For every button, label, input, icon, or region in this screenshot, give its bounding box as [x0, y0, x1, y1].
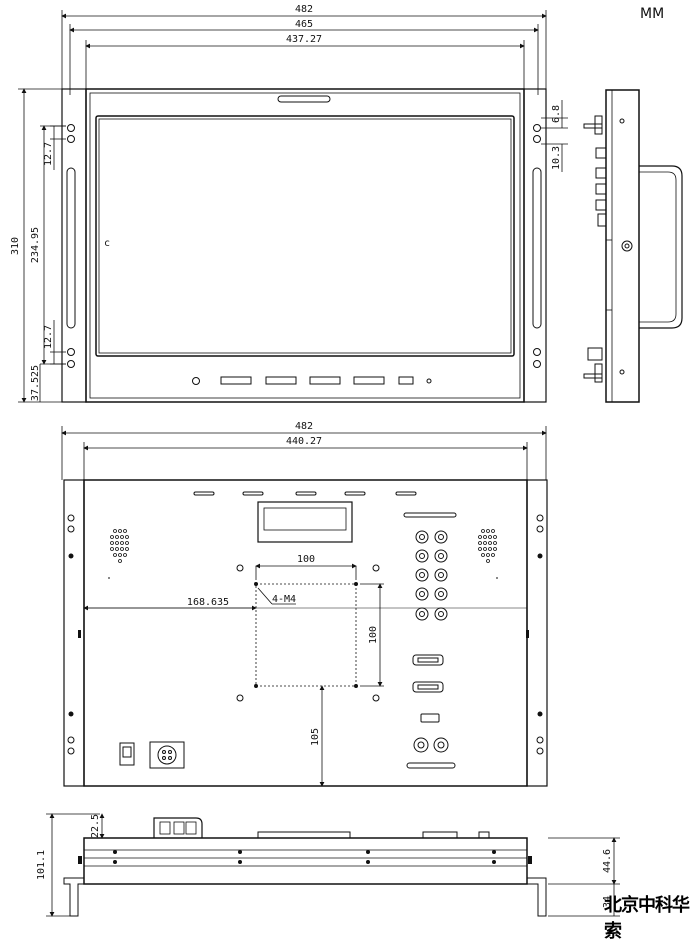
front-hole-offset-a: 6.8	[551, 105, 562, 123]
rear-ear-screws	[68, 553, 543, 717]
front-hole-pitch-bottom: 12.7	[43, 325, 54, 349]
unit-label: MM	[640, 6, 665, 22]
front-ear-holes	[67, 124, 541, 368]
bottom-foot: 34	[602, 896, 613, 908]
bottom-handle	[153, 817, 203, 838]
front-hole-pitch-top: 12.7	[43, 142, 54, 166]
front-dim-37: 37.525	[30, 364, 41, 402]
bottom-screws	[113, 850, 496, 864]
bottom-body	[83, 837, 528, 885]
front-dim-10-3: 10.3	[541, 143, 568, 172]
front-view: 482 465 437.27 310 234.95	[10, 4, 568, 403]
bottom-right-foot	[527, 877, 547, 917]
bottom-body-height: 44.6	[602, 849, 613, 873]
front-width-outer: 482	[295, 4, 313, 15]
front-top-handle	[277, 95, 331, 103]
bottom-side-tabs	[78, 856, 532, 864]
rear-handle-recess	[257, 501, 353, 543]
bottom-left-foot	[63, 877, 84, 917]
side-view	[583, 89, 683, 403]
rear-vesa-offset-x: 168.635	[187, 597, 229, 608]
front-buttons	[192, 376, 432, 385]
bottom-view: 101.1 22.5 44.6 34	[36, 813, 620, 917]
front-dim-482: 482	[61, 4, 547, 100]
rear-vesa-offset-y: 105	[310, 728, 321, 746]
front-left-slot	[66, 167, 76, 329]
front-dim-6-8: 6.8	[541, 100, 568, 129]
front-hole-offset-b: 10.3	[551, 146, 562, 170]
rear-view: 482 440.27	[61, 421, 548, 787]
front-left-ear	[61, 88, 87, 403]
front-dim-465: 465	[69, 19, 539, 95]
rear-screw-label: 4-M4	[272, 594, 296, 605]
bottom-top-panel	[257, 831, 351, 839]
front-width-inner: 437.27	[286, 34, 322, 45]
front-height-holes: 234.95	[30, 227, 41, 263]
front-screen-sensor-mark: c	[104, 238, 110, 249]
front-dim-12-bottom: 12.7	[43, 320, 66, 365]
front-dim-12-top: 12.7	[43, 125, 66, 170]
bottom-dim-101: 101.1	[36, 813, 100, 917]
rear-connectors	[119, 512, 457, 769]
rear-dim-440: 440.27	[83, 436, 528, 480]
front-bezel-inner	[89, 92, 521, 399]
bottom-handle-clips	[159, 821, 197, 835]
bottom-top-knob	[478, 831, 490, 839]
rear-top-slots	[193, 491, 417, 496]
rear-vesa-width: 100	[297, 554, 315, 565]
rear-dim-482: 482	[61, 421, 547, 480]
bottom-top-offset: 22.5	[90, 814, 101, 838]
watermark-text: 北京中科华索	[604, 895, 690, 942]
bottom-top-connector	[422, 831, 458, 839]
bottom-height-total: 101.1	[36, 850, 47, 880]
rear-handle-grip	[263, 507, 347, 531]
rear-width-inner: 440.27	[286, 436, 322, 447]
front-screen	[95, 115, 515, 357]
rear-ear-holes	[67, 514, 544, 755]
rear-side-tabs	[78, 630, 529, 638]
bottom-dim-22: 22.5	[90, 813, 160, 839]
front-right-slot	[532, 167, 542, 329]
front-width-mid: 465	[295, 19, 313, 30]
front-screen-inner	[98, 118, 512, 354]
rear-body-screws	[236, 564, 380, 702]
bottom-dim-44: 44.6	[548, 837, 620, 885]
rear-width-outer: 482	[295, 421, 313, 432]
rear-body	[83, 479, 528, 787]
rear-speaker-left	[110, 529, 129, 563]
front-bezel	[85, 88, 525, 403]
rear-speaker-right	[478, 529, 497, 563]
front-dim-437: 437.27	[85, 34, 525, 92]
bottom-dim-34: 34	[548, 884, 620, 917]
front-bottom-offset: 37.525	[30, 365, 41, 401]
rear-vesa-pattern: 100 100 168.635 4-M4 105	[83, 554, 384, 787]
rear-vesa-height: 100	[368, 626, 379, 644]
front-height-total: 310	[10, 237, 21, 255]
